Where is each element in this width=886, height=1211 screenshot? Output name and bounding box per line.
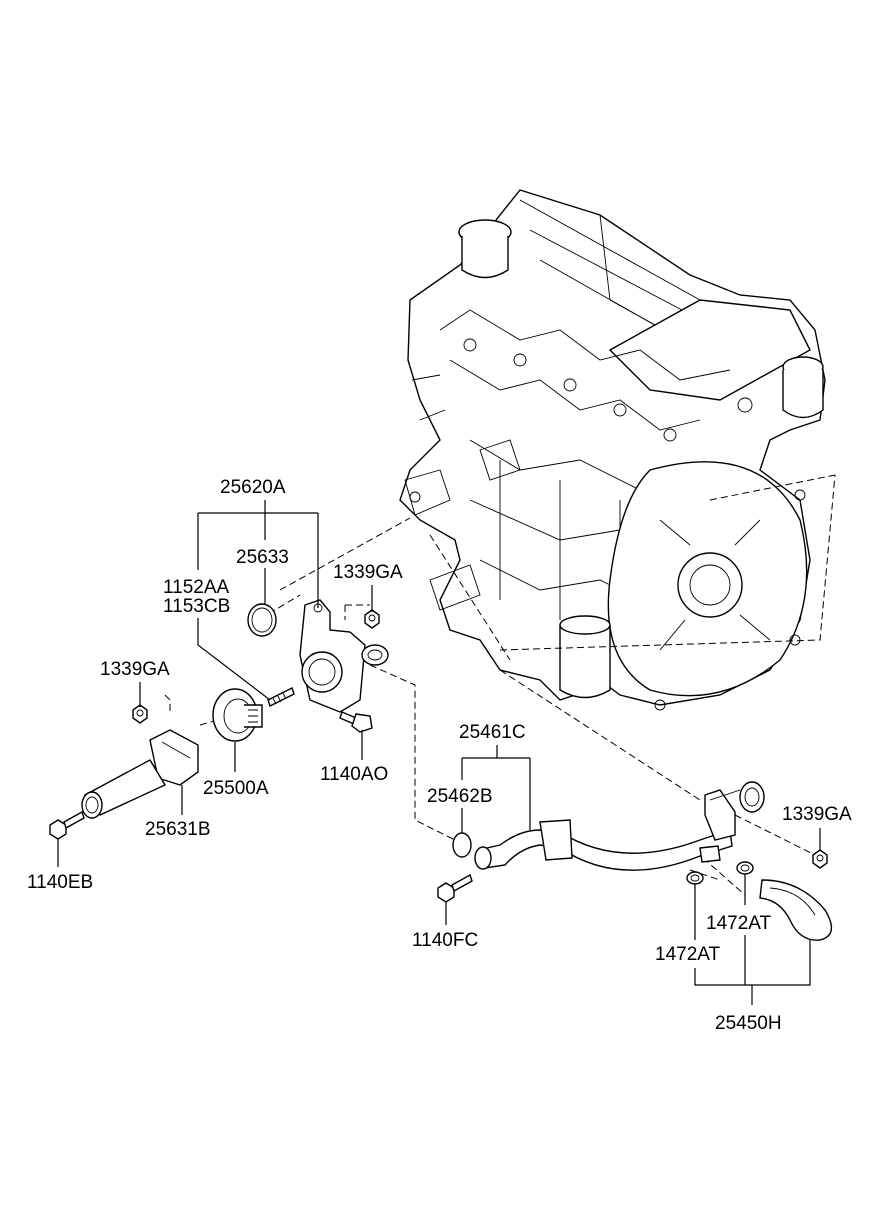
label-1472at-b: 1472AT: [706, 913, 772, 934]
water-pipe-25461c: [474, 781, 765, 871]
hose-clamp-1472at-b: [736, 861, 754, 875]
nut-1339ga-left: [132, 704, 148, 724]
label-25462b: 25462B: [427, 786, 493, 807]
bolt-1140fc: [437, 873, 473, 903]
label-1152aa: 1152AA: [163, 577, 230, 598]
stud-bolt: [267, 687, 295, 707]
bolt-1140ao: [339, 711, 373, 733]
part-labels: 25620A 25633 1152AA 1153CB 1339GA 1339GA…: [27, 477, 852, 1034]
o-ring-25462b: [452, 832, 472, 858]
label-25631b: 25631B: [145, 819, 211, 840]
label-1472at-a: 1472AT: [655, 944, 721, 965]
thermostat-housing-25620a: [299, 599, 389, 713]
leader-lines: [57, 500, 821, 1005]
label-25461c: 25461C: [459, 722, 526, 743]
gasket-25633-inner: [251, 607, 273, 633]
label-1339ga-left: 1339GA: [100, 659, 170, 680]
label-1339ga-top: 1339GA: [333, 562, 403, 583]
hose-25450h: [759, 879, 833, 941]
label-1140eb: 1140EB: [27, 872, 93, 893]
label-1140ao: 1140AO: [320, 764, 388, 785]
label-25620a: 25620A: [220, 477, 286, 498]
label-25450h: 25450H: [715, 1013, 782, 1034]
nut-1339ga-top: [364, 609, 380, 629]
nut-1339ga-right: [812, 849, 828, 869]
label-1140fc: 1140FC: [412, 930, 478, 951]
label-1153cb: 1153CB: [163, 596, 230, 617]
bolt-1140eb: [49, 810, 85, 840]
water-inlet-fitting-25631b: [81, 729, 199, 819]
label-25633: 25633: [236, 547, 289, 568]
label-25500a: 25500A: [203, 778, 269, 799]
engine-assembly: [399, 189, 826, 711]
thermostat-25500a: [212, 688, 263, 742]
hose-clamp-1472at-a: [686, 871, 704, 885]
label-1339ga-right: 1339GA: [782, 804, 852, 825]
